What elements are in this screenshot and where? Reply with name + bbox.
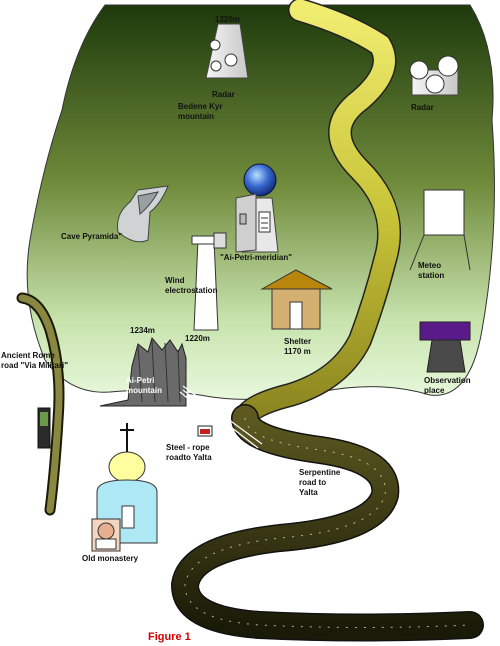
wind-electrostation bbox=[191, 232, 227, 331]
shelter bbox=[260, 269, 333, 330]
ancient-rome-road-fill bbox=[18, 294, 63, 514]
meteo-label-2: station bbox=[418, 271, 444, 280]
steel-rope-label-1: Steel - rope bbox=[166, 443, 210, 452]
meteo-station bbox=[409, 189, 471, 271]
bedene-kyr-mountain-label: mountain bbox=[178, 112, 214, 121]
wind-label-2: electrostation bbox=[165, 286, 218, 295]
shelter-label-2: 1170 m bbox=[284, 347, 311, 356]
observation-label-1: Observation bbox=[424, 376, 471, 385]
monastery-photo bbox=[91, 518, 121, 552]
cave-pyramida bbox=[117, 185, 169, 243]
ancient-rome-label-2: road "Via Militari" bbox=[1, 361, 68, 370]
bedene-kyr-radar bbox=[205, 23, 249, 79]
radar-left-label: Radar bbox=[212, 90, 235, 99]
ai-petri-mountain bbox=[99, 336, 187, 407]
ai-petri-label-2: mountain bbox=[126, 386, 162, 395]
wind-label-1: Wind bbox=[165, 276, 185, 285]
ancient-rome-label-1: Ancient Rome bbox=[1, 351, 55, 360]
bedene-kyr-label: Bedene Kyr bbox=[178, 102, 222, 111]
radar-right-label: Radar bbox=[411, 103, 434, 112]
serpentine-label-2: road to bbox=[299, 478, 326, 487]
serpentine-road-lower-fill bbox=[172, 405, 483, 640]
serpentine-road-upper-fill bbox=[234, 0, 400, 429]
serpentine-label-1: Serpentine bbox=[299, 468, 341, 477]
height-1234-label: 1234m bbox=[130, 326, 155, 335]
steel-rope-label-2: roadto Yalta bbox=[166, 453, 212, 462]
right-radar bbox=[409, 55, 459, 96]
height-1220-label: 1220m bbox=[185, 334, 210, 343]
old-monastery-label: Old monastery bbox=[82, 554, 139, 563]
observation-label-2: place bbox=[424, 386, 445, 395]
cave-pyramida-label: Cave Pyramida" bbox=[61, 232, 122, 241]
peak-height-label: 1320m bbox=[215, 15, 240, 24]
serpentine-label-3: Yalta bbox=[299, 488, 318, 497]
steel-rope-road bbox=[179, 385, 263, 453]
serpentine-road-lower-dashes bbox=[184, 417, 471, 628]
figure-caption: Figure 1 bbox=[148, 631, 191, 643]
ai-petri-meridian-label: "Ai-Petri-meridian" bbox=[220, 253, 292, 262]
ai-petri-meridian bbox=[235, 163, 279, 253]
ai-petri-label-1: Ai-Petri bbox=[126, 376, 154, 385]
shelter-label-1: Shelter bbox=[284, 337, 311, 346]
observation-place bbox=[419, 321, 471, 373]
meteo-label-1: Meteo bbox=[418, 261, 441, 270]
ancient-road-figure bbox=[37, 407, 51, 449]
